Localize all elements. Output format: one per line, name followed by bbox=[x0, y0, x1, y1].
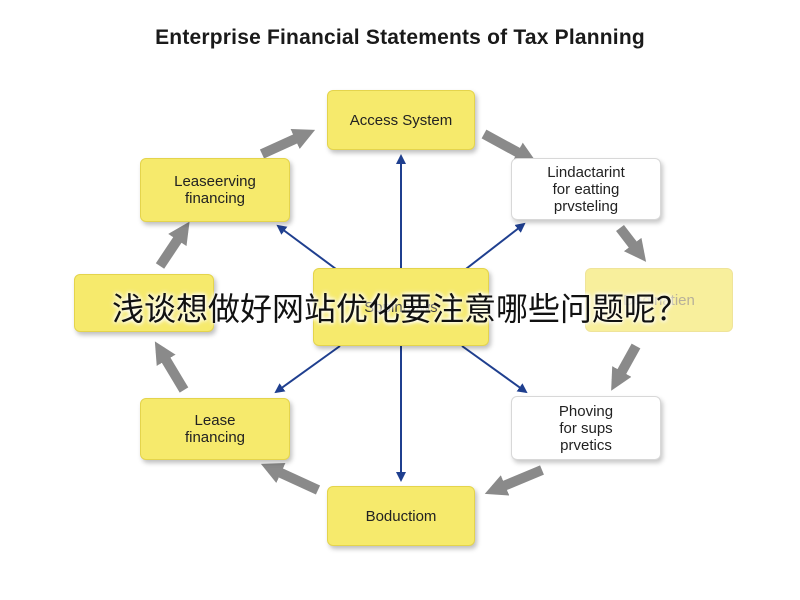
node-phoving: Phoving for sups prvetics bbox=[511, 396, 661, 460]
spoke-arrow-lower-right bbox=[461, 345, 528, 394]
spoke-arrow-lower-left bbox=[274, 345, 341, 394]
spoke-arrows bbox=[274, 154, 528, 482]
node-lindactarint: Lindactarint for eatting prvsteling bbox=[511, 158, 661, 220]
cycle-arrow-bottom-right bbox=[484, 465, 544, 496]
cycle-arrow-top-left bbox=[259, 128, 316, 159]
cycle-arrow-top-right bbox=[481, 129, 537, 163]
diagram-title: Enterprise Financial Statements of Tax P… bbox=[155, 26, 645, 49]
cycle-arrow-left-upper bbox=[155, 221, 190, 269]
node-lease-financing: Lease financing bbox=[140, 398, 290, 460]
cycle-arrow-left-lower bbox=[154, 341, 189, 393]
spoke-arrow-upper-left bbox=[276, 224, 341, 273]
node-dedinatien: Dedinatien bbox=[585, 268, 733, 332]
node-center: Sopinhaws bbox=[313, 268, 489, 346]
spoke-arrow-upper-right bbox=[461, 222, 526, 273]
node-boductiom: Boductiom bbox=[327, 486, 475, 546]
node-access-system: Access System bbox=[327, 90, 475, 150]
cycle-arrow-right-upper bbox=[616, 224, 647, 262]
cycle-arrow-right-lower bbox=[611, 343, 641, 391]
cycle-arrow-bottom-left bbox=[260, 463, 321, 495]
node-left-middle bbox=[74, 274, 214, 332]
cycle-arrows bbox=[154, 128, 647, 496]
node-leaseerving-financing: Leaseerving financing bbox=[140, 158, 290, 222]
overlay-caption: 浅谈想做好网站优化要注意哪些问题呢？ bbox=[111, 290, 688, 328]
